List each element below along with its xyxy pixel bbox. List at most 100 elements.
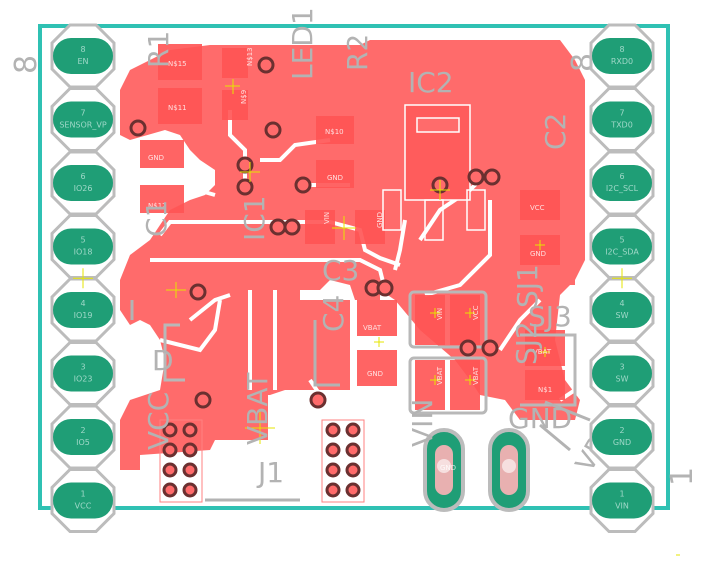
pin-number: 4 [619,299,624,308]
pin-name: IO18 [74,248,93,257]
header-center-mark [73,268,93,289]
pin-number: 3 [619,363,624,372]
pad-label-n10: N$10 [325,128,344,136]
pin-number: 8 [80,45,85,54]
pin-pad [592,228,652,265]
pin-pad [592,419,652,455]
pad-label-gnd4: GND [367,370,383,378]
pin-name: IO19 [74,311,93,320]
pin-name: I2C_SCL [606,184,639,193]
pin-name: SW [616,311,629,320]
pad-label-gnd2: GND [148,154,164,162]
right-header-pin[interactable]: 3SW [589,341,655,406]
pad-label-vbat1: VBAT [363,324,382,332]
refdes-ic1: IC1 [238,195,271,241]
refdes-sj1: SJ1 [511,264,544,308]
label-vin: VIN [406,399,439,447]
refdes-c3: C3 [322,254,359,287]
pin-number: 2 [80,426,85,435]
pin-pad [592,482,652,519]
pin-pad [53,482,113,519]
pin-name: SENSOR_VP [59,121,107,130]
header-center-mark [612,268,632,289]
pad-label-gnd5: GND [530,250,546,258]
pin-number: 6 [80,172,85,181]
j1-pin-grid [159,419,365,503]
pin-name: I2C_SDA [605,248,639,257]
refdes-j1: J1 [256,456,284,489]
left-header-pin[interactable]: 8EN [50,23,116,89]
pin-pad [53,228,113,265]
solder-jumper-frames [163,290,577,415]
pin-pad [592,38,652,74]
pin-pad [53,292,113,328]
left-header-count-mark: 8 [9,55,44,74]
vias [129,56,501,409]
pad-label-n15: N$15 [168,60,187,68]
silk-lines [130,300,591,502]
pad-label-n13: N$13 [246,47,254,66]
refdes-sj2: SJ2 [510,321,543,365]
pad-labels: N$15 N$11 N$13 N$9 N$10 GND GND N$12 VIN… [148,47,552,472]
pin-name: SW [616,375,629,384]
pin-pad [53,165,113,201]
left-pin-header: 8EN7SENSOR_VP6IO265IO184IO193IO232IO51VC… [50,23,116,533]
pad-label-vin1: VIN [323,212,331,224]
pad-label-vcc2: VCC [472,305,480,320]
pin-number: 7 [619,109,624,118]
pin-name: GND [613,438,631,447]
pin-name: VCC [75,502,92,511]
pin-number: 4 [80,299,85,308]
refdes-ic2: IC2 [408,66,454,99]
pin-pad [53,101,113,138]
pin-name: RXD0 [611,57,633,66]
label-vbat-left: VBAT [241,372,274,445]
refdes-r2: R2 [341,34,374,71]
pin-name: IO26 [74,184,93,193]
pad-label-vcc1: VCC [530,204,545,212]
label-gnd: GND [508,402,572,435]
pin-number: 1 [80,490,85,499]
pad-label-vbat4: VBAT [533,348,552,356]
pad-label-n12: N$12 [148,202,167,210]
pin-number: 3 [80,363,85,372]
smd-parts [140,44,565,410]
pin-pad [592,101,652,138]
right-header-pin[interactable]: 4SW [589,277,655,343]
pin-pad [592,355,652,392]
refdes-led1: LED1 [286,7,319,80]
pad-label-n11: N$11 [168,104,187,112]
pin-pad [592,165,652,201]
refdes-d: D [152,344,174,377]
origin-markers [166,79,680,556]
pin-number: 7 [80,109,85,118]
pin-name: EN [77,57,88,66]
pad-label-gnd3: GND [376,212,384,228]
pin-number: 5 [619,236,624,245]
pad-label-n9: N$9 [240,90,248,104]
pin-pad [53,419,113,455]
pin-number: 5 [80,236,85,245]
pin-pad [53,355,113,392]
pad-label-gnd6: GND [440,464,456,472]
pad-label-n1: N$1 [538,386,552,394]
pin-name: IO5 [76,438,90,447]
refdes-c1: C1 [140,200,173,237]
right-header-end-mark: 1 [665,467,700,486]
pin-number: 6 [619,172,624,181]
